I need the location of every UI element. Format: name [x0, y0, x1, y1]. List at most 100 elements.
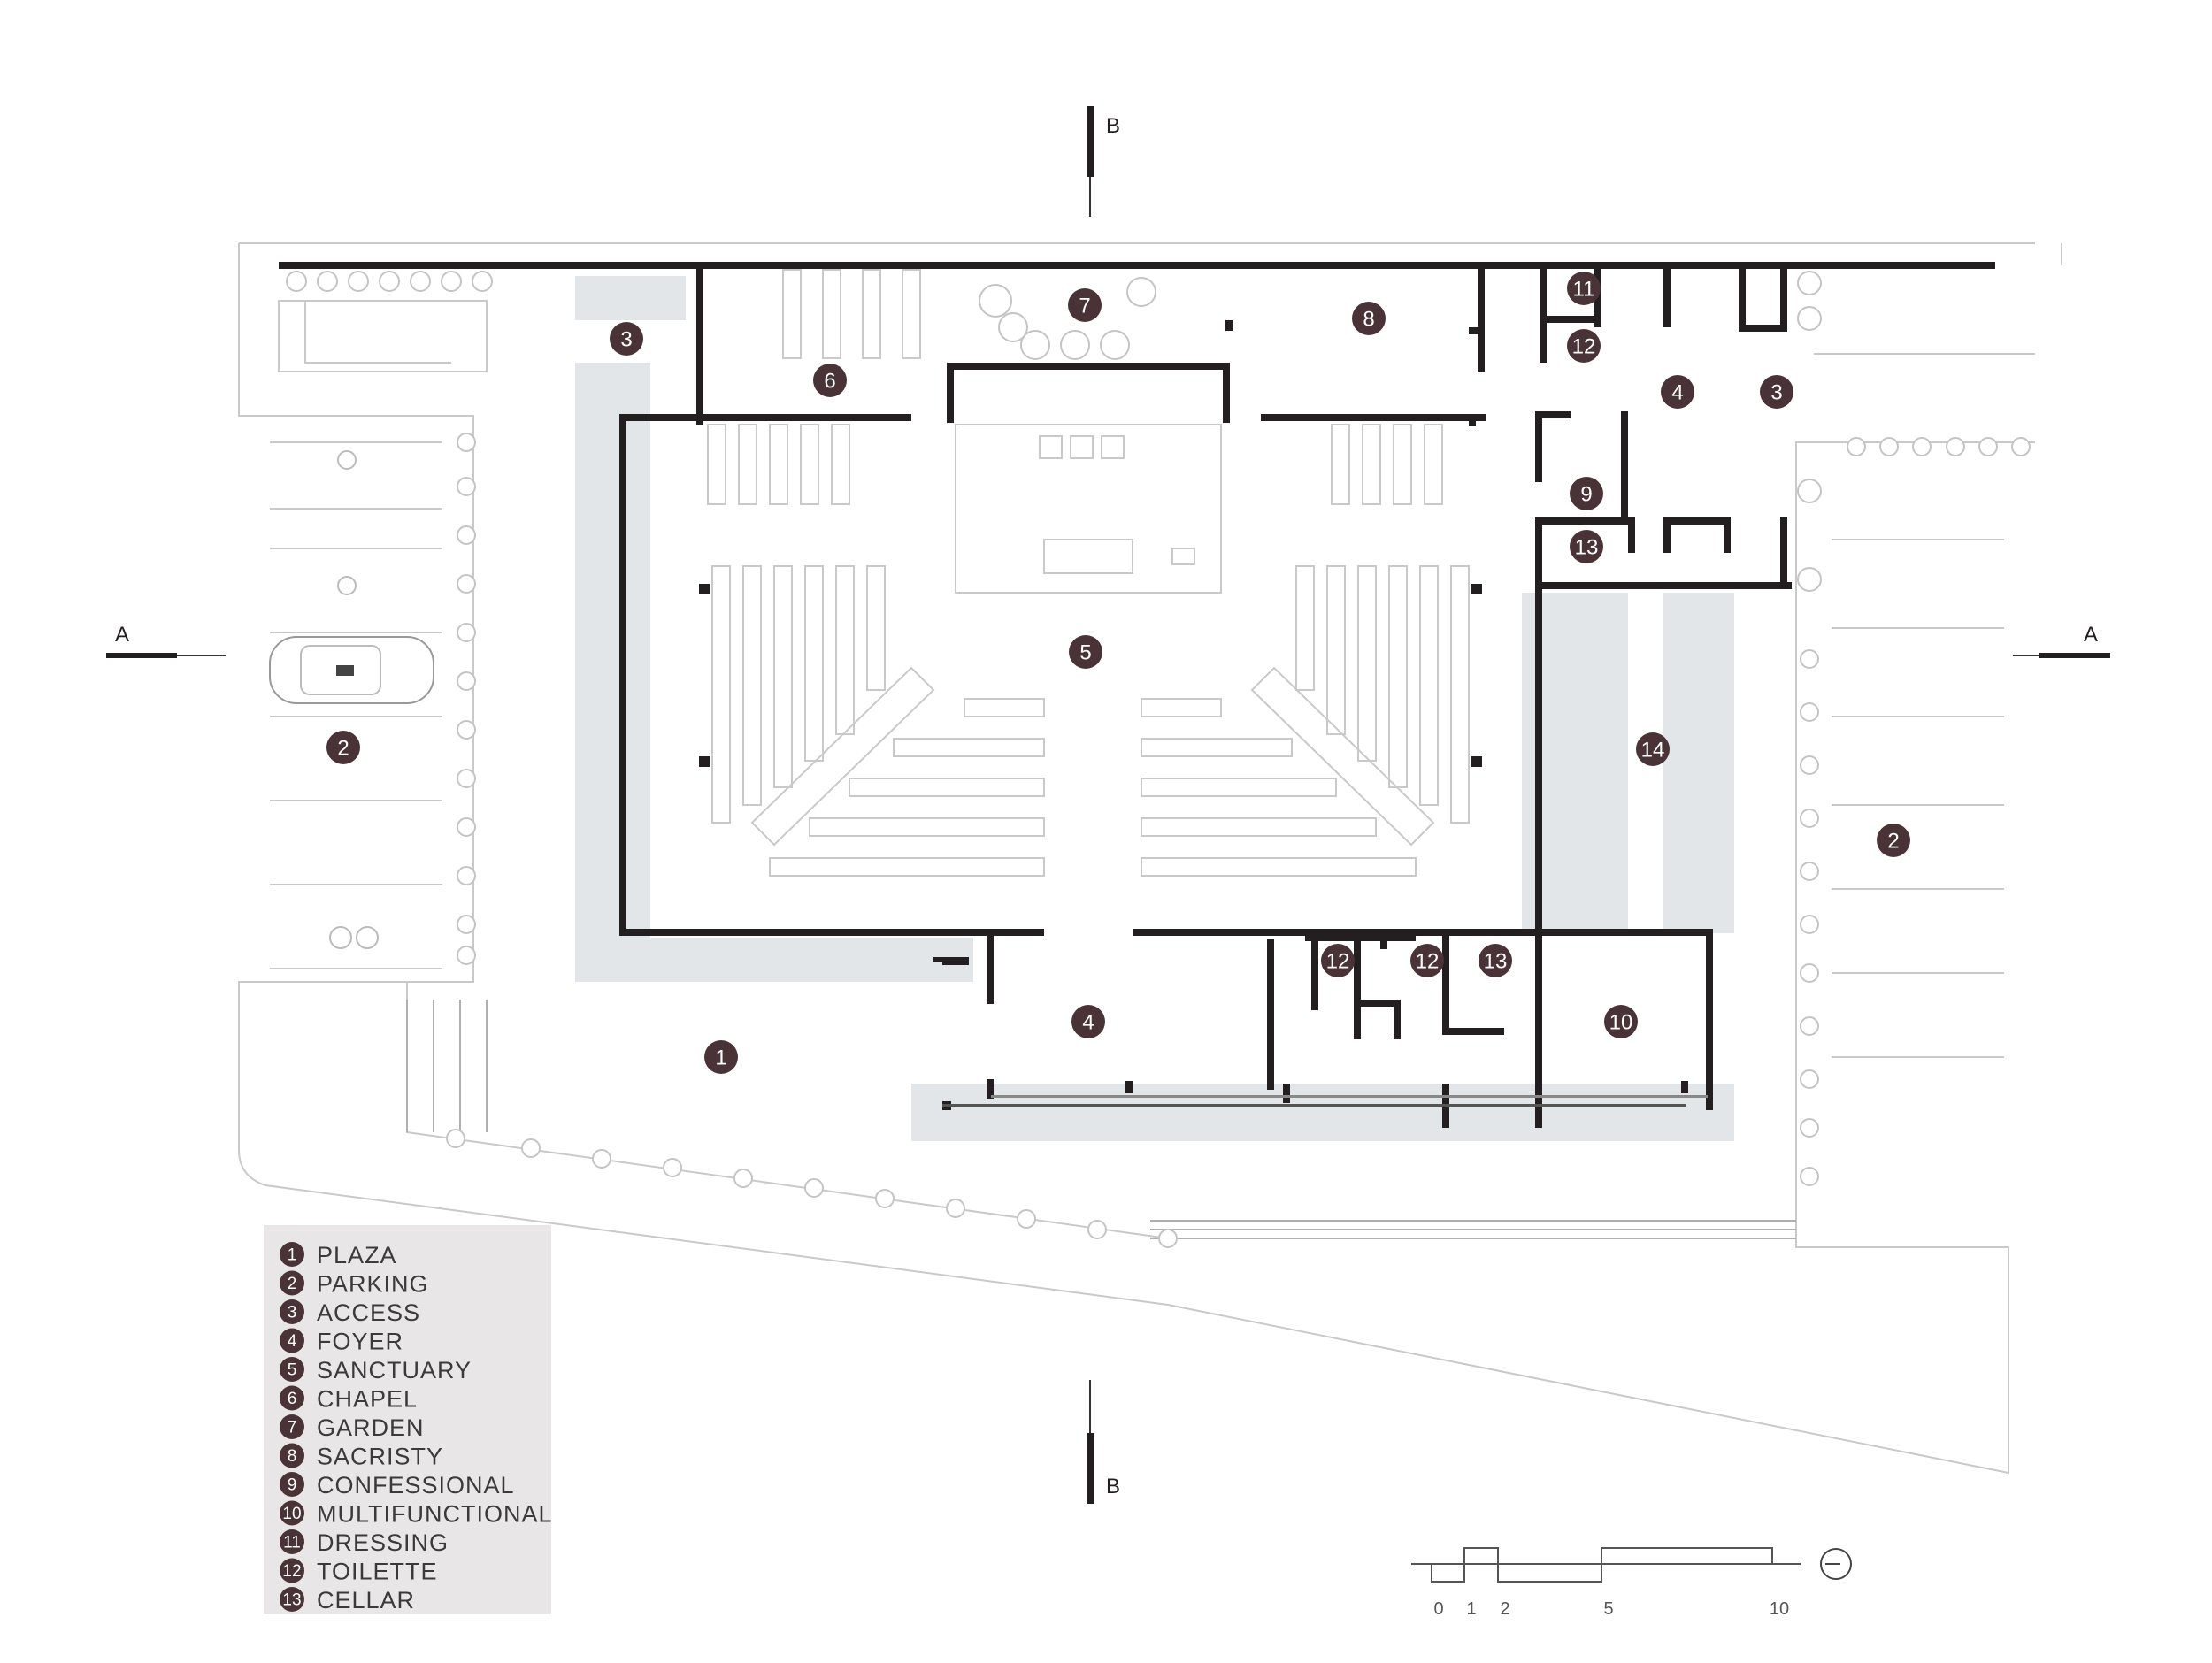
legend-label: PARKING [317, 1271, 429, 1298]
legend-item: 3 ACCESS [280, 1299, 420, 1326]
room-number: 2 [337, 737, 349, 761]
room-marker-toilette-south-b: 12 [1410, 944, 1444, 977]
legend-number: 10 [282, 1505, 301, 1523]
room-marker-access-east: 3 [1760, 375, 1793, 409]
legend-label: MULTIFUNCTIONAL [317, 1501, 553, 1528]
room-marker-toilette-north: 12 [1567, 329, 1601, 363]
scale-tick-label: 10 [1770, 1599, 1789, 1619]
room-number: 3 [1770, 381, 1782, 405]
legend-panel [264, 1225, 551, 1614]
legend-label: CONFESSIONAL [317, 1472, 515, 1498]
car-icon [269, 636, 434, 704]
section-marker-b-bottom: B [1087, 1380, 1120, 1504]
room-marker-sanctuary: 5 [1069, 635, 1102, 669]
section-marker-b-top: B [1087, 106, 1120, 217]
room-number: 13 [1575, 536, 1599, 560]
legend-item: 2 PARKING [280, 1270, 429, 1298]
room-number: 12 [1416, 950, 1440, 974]
room-marker-access-north: 3 [610, 322, 643, 356]
legend-label: CHAPEL [317, 1386, 418, 1413]
legend-number: 6 [288, 1390, 297, 1408]
room-number: 3 [620, 328, 632, 352]
section-marker-a-right: A [2013, 623, 2110, 658]
scale-bar: 0 1 2 5 10 [1411, 1547, 1801, 1619]
room-marker-chapel: 6 [813, 364, 847, 397]
legend-item: 13 CELLAR [280, 1587, 415, 1613]
room-marker-plaza: 1 [704, 1040, 738, 1074]
room-marker-confessional: 9 [1570, 477, 1603, 510]
legend-item: 7 GARDEN [280, 1414, 425, 1441]
legend-number: 12 [282, 1562, 301, 1581]
bicycle-icon [329, 926, 379, 949]
room-number: 12 [1572, 335, 1596, 359]
legend-number: 3 [288, 1304, 297, 1322]
room-marker-sacristy: 8 [1352, 302, 1386, 335]
section-marker-a-left: A [106, 623, 226, 658]
legend-number: 7 [288, 1419, 297, 1437]
room-number: 13 [1484, 950, 1508, 974]
room-marker-toilette-south-a: 12 [1321, 944, 1355, 977]
scale-tick-label: 1 [1466, 1599, 1476, 1619]
scale-tick-label: 0 [1433, 1599, 1443, 1619]
room-marker-foyer-east: 4 [1661, 375, 1694, 409]
legend-number: 8 [288, 1447, 297, 1466]
legend-label: DRESSING [317, 1529, 449, 1556]
room-marker-parking-west: 2 [326, 731, 360, 764]
svg-text:A: A [2084, 623, 2098, 647]
room-number: 8 [1363, 308, 1374, 332]
wheelchair-icon [337, 450, 357, 595]
room-marker-parking-east: 2 [1877, 824, 1910, 857]
room-number: 11 [1573, 278, 1595, 302]
room-number: 5 [1079, 641, 1091, 665]
room-marker-multifunctional: 10 [1604, 1005, 1638, 1038]
legend-label: SACRISTY [317, 1444, 443, 1470]
parking-east-stalls [1832, 539, 2004, 1058]
room-marker-cellar-north: 13 [1570, 530, 1603, 563]
room-number: 2 [1887, 830, 1899, 854]
legend-number: 5 [288, 1361, 297, 1380]
legend-label: SANCTUARY [317, 1357, 472, 1383]
legend-number: 11 [283, 1534, 301, 1552]
legend-item: 10 MULTIFUNCTIONAL [280, 1500, 553, 1528]
room-number: 1 [715, 1046, 726, 1070]
scale-tick-label: 2 [1500, 1599, 1509, 1619]
trees [286, 271, 2031, 1248]
furniture [699, 269, 1482, 965]
legend-item: 12 TOILETTE [280, 1558, 438, 1585]
legend-number: 2 [288, 1275, 297, 1293]
legend-item: 5 SANCTUARY [280, 1357, 472, 1383]
room-marker-cellar-south: 13 [1479, 944, 1512, 977]
room-number: 4 [1082, 1011, 1094, 1035]
room-number: 7 [1079, 295, 1090, 318]
room-number: 10 [1609, 1011, 1633, 1035]
room-number: 14 [1641, 739, 1665, 763]
legend-label: CELLAR [317, 1587, 415, 1613]
room-number: 9 [1580, 483, 1592, 507]
svg-text:B: B [1106, 114, 1120, 138]
legend-label: ACCESS [317, 1299, 420, 1326]
legend-number: 4 [288, 1332, 297, 1351]
room-marker-courtyard: 14 [1636, 732, 1670, 766]
legend-label: GARDEN [317, 1414, 425, 1441]
building-walls [279, 262, 1995, 1128]
room-number: 6 [824, 370, 835, 394]
legend-item: 8 SACRISTY [280, 1443, 443, 1470]
scale-tick-label: 5 [1603, 1599, 1613, 1619]
room-number: 12 [1326, 950, 1350, 974]
legend-item: 6 CHAPEL [280, 1385, 418, 1413]
legend-item: 11 DRESSING [280, 1529, 449, 1556]
legend-number: 13 [282, 1591, 301, 1610]
svg-text:A: A [115, 623, 129, 647]
north-arrow-icon [1820, 1548, 1852, 1580]
legend-label: TOILETTE [317, 1559, 438, 1585]
planters [575, 276, 1734, 1141]
room-marker-garden: 7 [1068, 288, 1102, 322]
room-marker-dressing: 11 [1567, 272, 1601, 305]
legend-number: 1 [288, 1246, 297, 1265]
